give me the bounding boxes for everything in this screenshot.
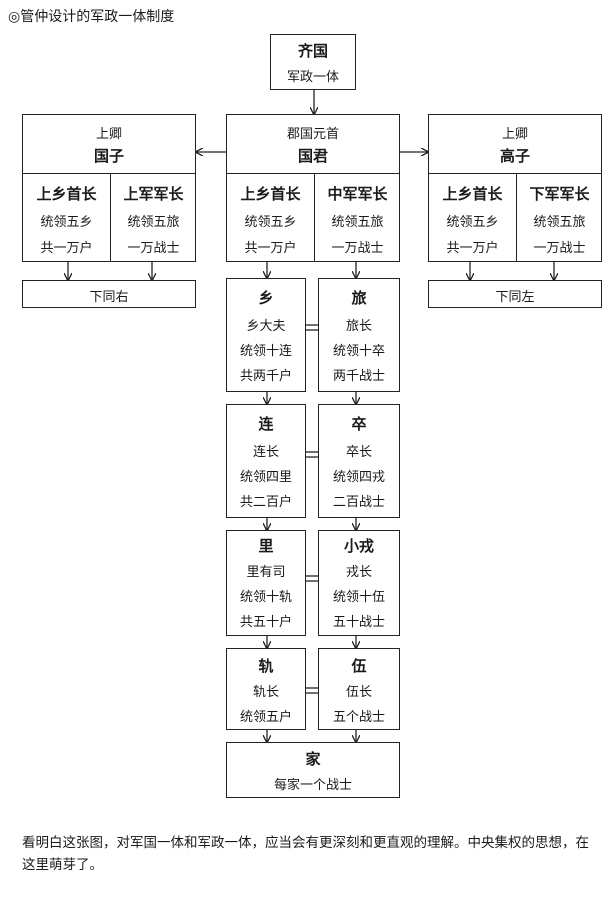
left-name: 国子 — [93, 147, 124, 165]
left-minister-panel: 上卿 国子 上乡首长 统领五乡 共一万户 上军军长 统领五旅 一万战士 — [22, 114, 196, 262]
center-col-civil: 上乡首长 统领五乡 共一万户 — [240, 185, 301, 256]
civil-box-xiang: 乡 乡大夫 统领十连 共两千户 — [226, 278, 306, 392]
left-col-military: 上军军长 统领五旅 一万战士 — [123, 185, 184, 256]
left-role: 上卿 — [95, 127, 122, 142]
right-same-as-left: 下同左 — [428, 280, 602, 308]
right-col-civil: 上乡首长 统领五乡 共一万户 — [442, 185, 503, 256]
civil-box-li: 里 里有司 统领十轨 共五十户 — [226, 530, 306, 636]
center-role: 郡国元首 — [286, 127, 339, 142]
right-col-military: 下军军长 统领五旅 一万战士 — [529, 185, 590, 256]
military-box-zu: 卒 卒长 统领四戎 二百战士 — [318, 404, 400, 518]
qi-subtitle: 军政一体 — [286, 70, 339, 85]
military-box-xiaorong: 小戎 戎长 统领十伍 五十战士 — [318, 530, 400, 636]
ruler-panel: 郡国元首 国君 上乡首长 统领五乡 共一万户 中军军长 统领五旅 一万战士 — [226, 114, 400, 262]
figure-caption: ◎管仲设计的军政一体制度 — [8, 9, 175, 25]
qi-title: 齐国 — [297, 42, 328, 60]
qi-state-box: 齐国 军政一体 — [270, 34, 356, 90]
military-box-wu: 伍 伍长 五个战士 — [318, 648, 400, 730]
center-name: 国君 — [297, 147, 328, 165]
civil-box-gui: 轨 轨长 统领五户 — [226, 648, 306, 730]
left-col-civil: 上乡首长 统领五乡 共一万户 — [36, 185, 97, 256]
center-col-military: 中军军长 统领五旅 一万战士 — [327, 185, 388, 256]
household-subtitle: 每家一个战士 — [273, 778, 352, 793]
left-same-as-right: 下同右 — [22, 280, 196, 308]
right-minister-panel: 上卿 高子 上乡首长 统领五乡 共一万户 下军军长 统领五旅 一万战士 — [428, 114, 602, 262]
right-role: 上卿 — [501, 127, 528, 142]
civil-box-lian: 连 连长 统领四里 共二百户 — [226, 404, 306, 518]
footer-text: 看明白这张图，对军国一体和军政一体，应当会有更深刻和更直观的理解。中央集权的思想… — [22, 835, 589, 873]
household-title: 家 — [305, 750, 321, 768]
military-box-lv: 旅 旅长 统领十卒 两千战士 — [318, 278, 400, 392]
household-box: 家 每家一个战士 — [226, 742, 400, 798]
right-name: 高子 — [499, 147, 530, 165]
